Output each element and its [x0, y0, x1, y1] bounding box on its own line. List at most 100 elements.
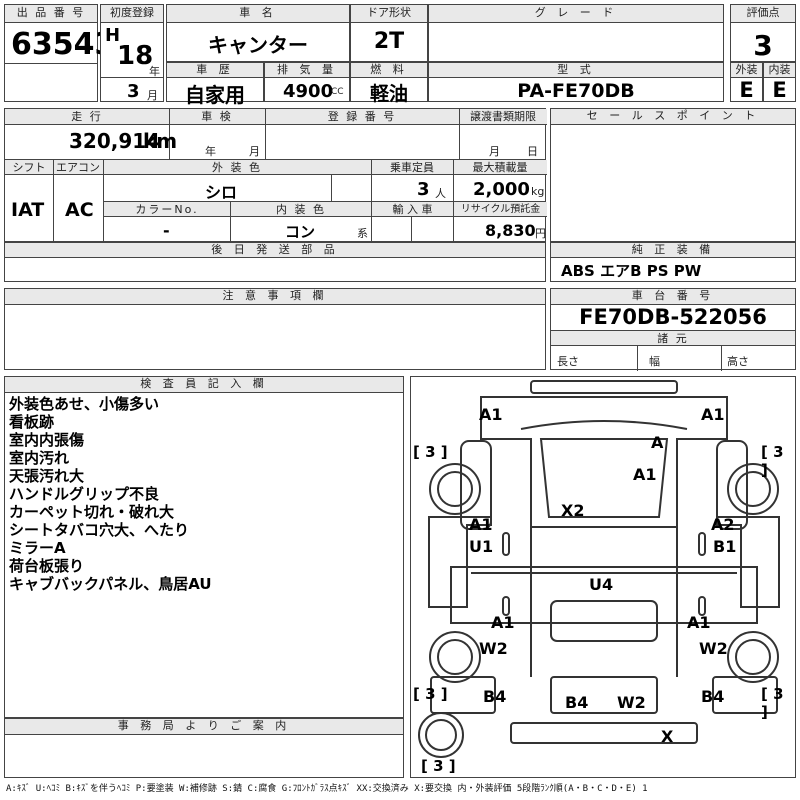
damage-mark: B4: [701, 687, 725, 706]
caution-label: 注 意 事 項 欄: [5, 289, 545, 305]
tire-rating: [ 3 ]: [421, 757, 456, 775]
color-number: -: [163, 221, 170, 240]
office-box: 事 務 局 よ り ご 案 内: [4, 718, 404, 778]
interior-box: 内装 E: [763, 62, 796, 102]
damage-mark: A1: [491, 613, 515, 632]
later-parts-label: 後 日 発 送 部 品: [5, 243, 545, 258]
lot-number-label: 出 品 番 号: [5, 5, 97, 23]
interior-grade: E: [772, 78, 787, 102]
inspector-note-line: ミラーA: [9, 539, 66, 557]
inspector-note-line: キャブバックパネル、鳥居AU: [9, 575, 212, 593]
exterior-box: 外装 E: [730, 62, 763, 102]
sales-point-label: セ ー ル ス ポ イ ン ト: [551, 109, 795, 125]
inspector-note-line: カーペット切れ・破れ大: [9, 503, 175, 521]
door-type: 2T: [373, 29, 405, 54]
genuine-equipment-label: 純 正 装 備: [551, 243, 795, 258]
tire-rating: [ 3 ]: [413, 443, 448, 461]
caution-box: 注 意 事 項 欄: [4, 288, 546, 370]
office-label: 事 務 局 よ り ご 案 内: [5, 719, 403, 735]
damage-legend: A:ｷｽﾞ U:ﾍｺﾐ B:ｷｽﾞを伴うﾍｺﾐ P:要塗装 W:補修跡 S:錆 …: [6, 784, 648, 794]
import-label: 輸 入 車: [372, 202, 453, 217]
cargo-bed-outline: [450, 566, 758, 624]
width-label: 幅: [649, 355, 660, 368]
damage-mark: B4: [565, 693, 589, 712]
tire-rating: [ 3 ]: [761, 443, 784, 479]
fuel-box: 燃 料 軽油: [350, 62, 428, 105]
inspector-note-line: 天張汚れ大: [9, 467, 85, 485]
shift-label: シフト: [5, 160, 53, 175]
year-unit: 年: [149, 65, 160, 78]
max-load-label: 最大積載量: [453, 160, 547, 175]
inspection-label: 車 検: [169, 109, 265, 125]
inspector-note-line: 室内汚れ: [9, 449, 70, 467]
rear-left-tire: [429, 631, 481, 683]
damage-mark: W2: [617, 693, 646, 712]
inspector-box: 検 査 員 記 入 欄 外装色あせ、小傷多い看板跡室内内張傷室内汚れ天張汚れ大ハ…: [4, 376, 404, 718]
damage-mark: B4: [483, 687, 507, 706]
rear-right-tire: [727, 631, 779, 683]
mileage-unit: km: [143, 129, 178, 153]
rear-bumper-outline: [510, 722, 698, 744]
inspector-note-line: シートタバコ穴大、へたり: [9, 521, 190, 539]
damage-mark: W2: [699, 639, 728, 658]
spare-tire: [418, 712, 464, 758]
lot-number-box: 出 品 番 号 63543: [4, 4, 115, 102]
air-conditioner: AC: [65, 199, 94, 221]
transfer-day-unit: 日: [527, 145, 538, 158]
displacement: 4900: [283, 81, 334, 102]
inspector-notes: 外装色あせ、小傷多い看板跡室内内張傷室内汚れ天張汚れ大ハンドルグリップ不良カーペ…: [9, 395, 212, 593]
inspector-label: 検 査 員 記 入 欄: [5, 377, 403, 393]
inspection-year-unit: 年: [205, 145, 216, 158]
car-name-box: 車 名 キャンター: [166, 4, 350, 62]
exterior-label: 外装: [731, 63, 762, 78]
era: H: [105, 25, 121, 46]
inspector-note-line: ハンドルグリップ不良: [9, 485, 160, 503]
color-number-label: カラーNo.: [104, 202, 230, 217]
shift: IAT: [11, 199, 45, 221]
damage-mark: X2: [561, 501, 585, 520]
history-box: 車 歴 自家用: [166, 62, 264, 107]
genuine-equipment-box: 純 正 装 備 ABS エアB PS PW: [550, 242, 796, 282]
height-label: 高さ: [727, 355, 749, 368]
damage-mark: A1: [701, 405, 725, 424]
mileage: 320,914: [69, 129, 161, 153]
inspector-note-line: 荷台板張り: [9, 557, 85, 575]
exterior-color-label: 外 装 色: [103, 160, 371, 175]
damage-mark: W2: [479, 639, 508, 658]
cab-outline: [480, 396, 728, 528]
inspector-note-line: 外装色あせ、小傷多い: [9, 395, 160, 413]
ac-label: エアコン: [53, 160, 103, 175]
door-box: ドア形状 2T: [350, 4, 428, 62]
history: 自家用: [185, 83, 245, 107]
month-unit: 月: [147, 89, 158, 102]
capacity: 3: [417, 179, 430, 200]
interior-color-unit: 系: [357, 227, 368, 240]
history-label: 車 歴: [167, 63, 263, 78]
front-left-tire: [429, 463, 481, 515]
recycle-label: リサイクル預託金: [454, 202, 547, 217]
score-box: 評価点 3: [730, 4, 796, 62]
registration-month: 3: [127, 81, 140, 102]
damage-mark: A1: [633, 465, 657, 484]
tire-rating: [ 3 ]: [413, 685, 448, 703]
score-label: 評価点: [731, 5, 795, 23]
fuel-label: 燃 料: [351, 63, 427, 78]
interior-label: 内装: [764, 63, 795, 78]
damage-mark: A: [651, 433, 664, 452]
damage-mark: A2: [711, 515, 735, 534]
max-load-unit: kg: [531, 185, 545, 198]
mileage-label: 走 行: [5, 109, 169, 125]
score: 3: [753, 29, 773, 62]
front-bumper-outline: [530, 380, 678, 394]
first-registration-label: 初度登録: [101, 5, 163, 23]
truck-diagram: [418, 380, 780, 758]
inspection-month-unit: 月: [249, 145, 260, 158]
displacement-box: 排 気 量 4900 CC: [264, 62, 350, 102]
front-right-tire: [727, 463, 779, 515]
damage-mark: A1: [687, 613, 711, 632]
sales-point-box: セ ー ル ス ポ イ ン ト: [550, 108, 796, 242]
vehicle-info-box: 走 行 車 検 登 録 番 号 譲渡書類期限 320,914 km 年 月 月 …: [4, 108, 547, 243]
model-label: 型 式: [429, 63, 723, 78]
car-name-label: 車 名: [167, 5, 349, 23]
